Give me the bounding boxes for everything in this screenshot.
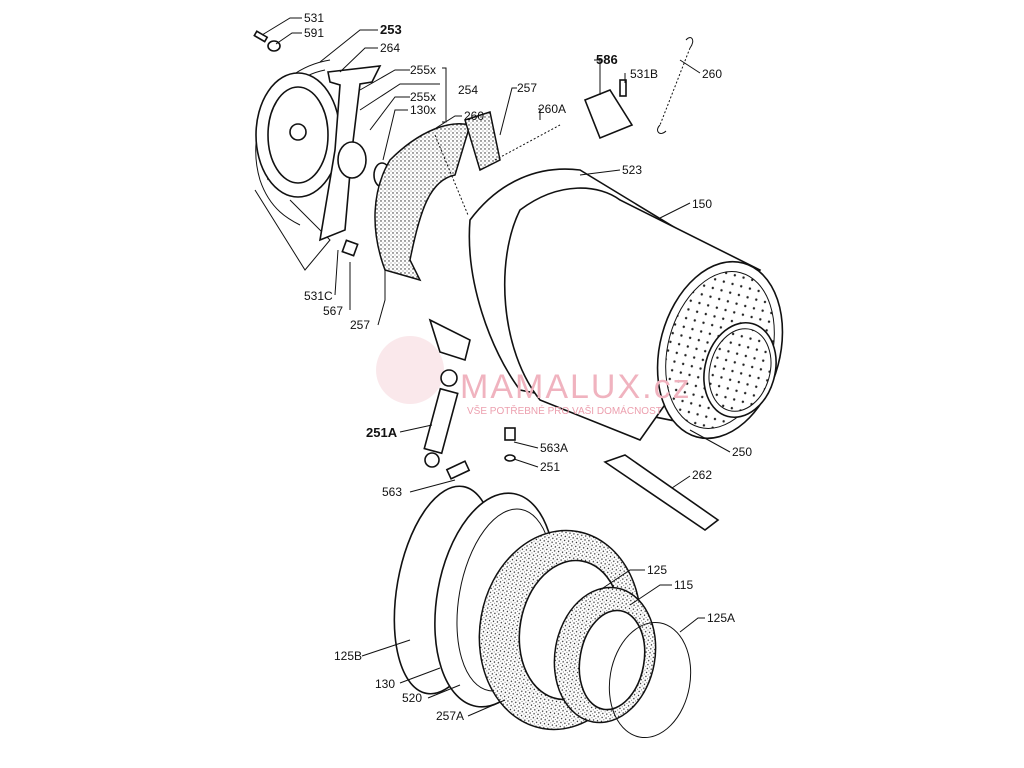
label-260-mid: 260 bbox=[464, 109, 484, 123]
bolt-563a bbox=[504, 427, 516, 441]
label-567: 567 bbox=[323, 304, 343, 318]
label-125b: 125B bbox=[334, 649, 362, 663]
screw-531 bbox=[253, 30, 281, 52]
spring-hooks bbox=[657, 37, 694, 134]
label-586: 586 bbox=[596, 52, 618, 67]
spring-260-right bbox=[659, 47, 691, 126]
counterweight-257-left bbox=[374, 123, 471, 282]
paddle-262 bbox=[603, 454, 720, 531]
label-115: 115 bbox=[674, 578, 693, 592]
label-254: 254 bbox=[458, 83, 478, 97]
label-257-left: 257 bbox=[350, 318, 370, 332]
label-130x: 130x bbox=[410, 103, 436, 117]
watermark: MAMALUX.cz VŠE POTŘEBNÉ PRO VAŠI DOMÁCNO… bbox=[460, 368, 692, 417]
label-531b: 531B bbox=[630, 67, 658, 81]
spring-260-mid bbox=[434, 134, 469, 216]
label-130: 130 bbox=[375, 677, 395, 691]
watermark-brand: MAMALUX.cz bbox=[460, 368, 692, 406]
label-257-top: 257 bbox=[517, 81, 537, 95]
label-251: 251 bbox=[540, 460, 560, 474]
watermark-logo-icon bbox=[376, 336, 444, 404]
shock-absorber-251a bbox=[423, 369, 459, 468]
label-264: 264 bbox=[380, 41, 400, 55]
label-531: 531 bbox=[304, 11, 324, 25]
label-520: 520 bbox=[402, 691, 422, 705]
label-563a: 563A bbox=[540, 441, 568, 455]
clamp-ring-125a bbox=[608, 621, 692, 739]
label-125: 125 bbox=[647, 563, 667, 577]
label-563: 563 bbox=[382, 485, 402, 499]
pulley-wheel bbox=[254, 59, 341, 271]
label-251a: 251A bbox=[366, 425, 398, 440]
label-250: 250 bbox=[732, 445, 752, 459]
screw-531b bbox=[619, 79, 627, 97]
label-125a: 125A bbox=[707, 611, 735, 625]
watermark-tagline: VŠE POTŘEBNÉ PRO VAŠI DOMÁCNOST bbox=[467, 404, 662, 417]
label-260a: 260A bbox=[538, 102, 566, 116]
label-260-right: 260 bbox=[702, 67, 722, 81]
bracket-586 bbox=[583, 89, 634, 140]
label-257a: 257A bbox=[436, 709, 464, 723]
label-591: 591 bbox=[304, 26, 324, 40]
spring-260a bbox=[494, 124, 561, 161]
label-255x-a: 255x bbox=[410, 63, 436, 77]
plate-567 bbox=[341, 239, 359, 257]
leader-lines bbox=[261, 17, 731, 717]
washer-251 bbox=[504, 454, 516, 462]
label-523: 523 bbox=[622, 163, 642, 177]
part-labels: 531 591 253 264 255x 254 255x 130x 257 2… bbox=[304, 11, 752, 723]
counterweight-257-top bbox=[464, 111, 501, 172]
drum-250 bbox=[656, 260, 784, 440]
bolt-563 bbox=[445, 460, 471, 480]
label-150: 150 bbox=[692, 197, 712, 211]
label-253: 253 bbox=[380, 22, 402, 37]
label-255x-b: 255x bbox=[410, 90, 436, 104]
label-531c: 531C bbox=[304, 289, 333, 303]
label-262: 262 bbox=[692, 468, 712, 482]
